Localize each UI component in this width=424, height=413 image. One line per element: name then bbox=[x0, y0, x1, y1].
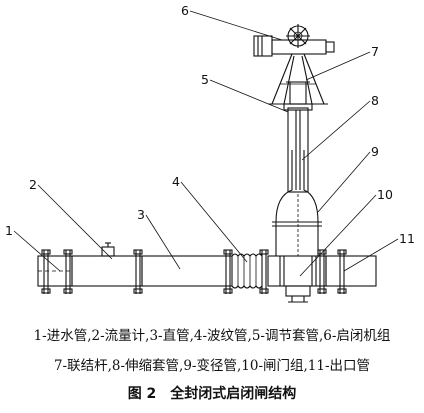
callout-1: 1 bbox=[5, 223, 13, 238]
legend-line-2: 7-联结杆,8-伸缩套管,9-变径管,10-闸门组,11-出口管 bbox=[53, 358, 371, 374]
callout-6: 6 bbox=[181, 3, 189, 18]
callouts: 1 2 3 4 5 6 7 8 9 10 11 bbox=[5, 3, 415, 246]
callout-4: 4 bbox=[172, 174, 180, 189]
leader-lines bbox=[13, 10, 399, 277]
gate-assembly bbox=[253, 24, 335, 256]
callout-9: 9 bbox=[371, 144, 379, 159]
figure-caption: 图 2 全封闭式启闭闸结构 bbox=[127, 386, 297, 402]
callout-8: 8 bbox=[371, 93, 379, 108]
callout-3: 3 bbox=[137, 207, 145, 222]
callout-5: 5 bbox=[201, 72, 209, 87]
pipeline bbox=[37, 242, 377, 303]
callout-2: 2 bbox=[29, 177, 37, 192]
legend-line-1: 1-进水管,2-流量计,3-直管,4-波纹管,5-调节套管,6-启闭机组 bbox=[33, 328, 391, 344]
callout-10: 10 bbox=[377, 187, 393, 202]
callout-11: 11 bbox=[399, 231, 415, 246]
callout-7: 7 bbox=[371, 44, 379, 59]
gate-structure-diagram: 1 2 3 4 5 6 7 8 9 10 11 bbox=[5, 3, 415, 303]
